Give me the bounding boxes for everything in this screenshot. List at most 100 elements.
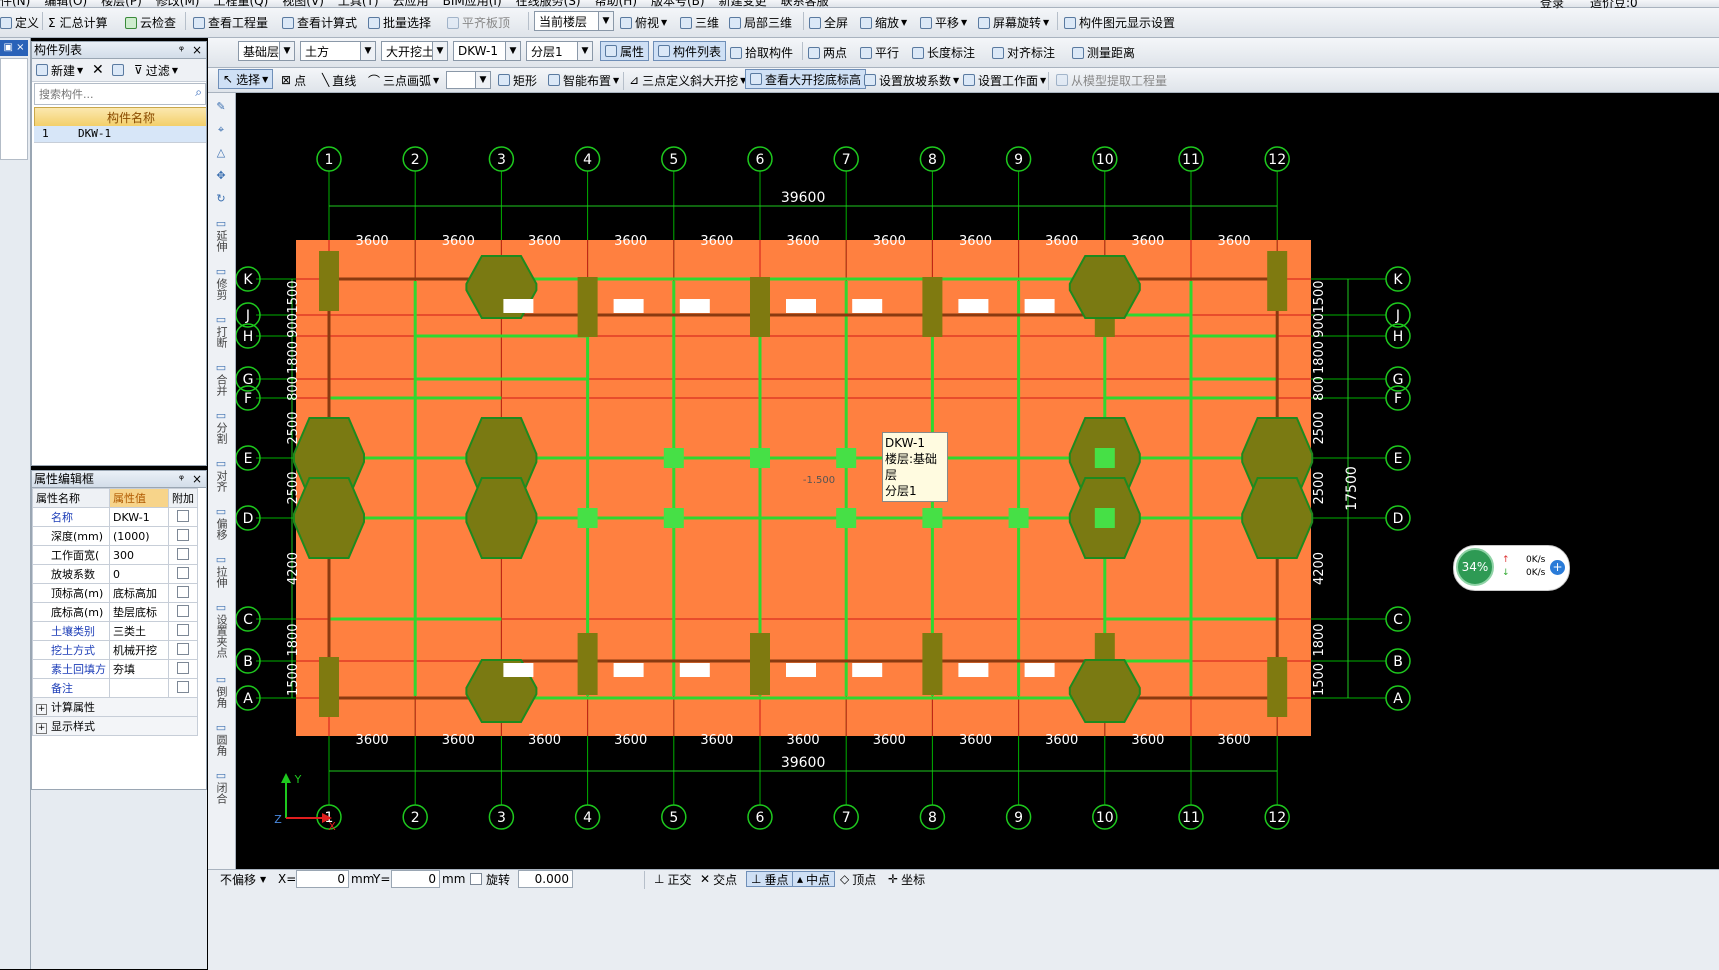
property-extra[interactable] [168,564,198,584]
view-quantity-button[interactable]: 查看工程量 [193,8,268,37]
side-tool-0[interactable]: ▭延伸 [214,218,228,253]
property-extra[interactable] [168,583,198,603]
cloud-check-button[interactable]: 云检查 [125,8,176,37]
component-list-toggle[interactable]: 构件列表 [653,41,727,61]
arc-option-select[interactable]: ▼ [446,71,491,89]
rectangle-button[interactable]: 矩形 [498,68,537,92]
checkbox-icon[interactable] [177,547,189,560]
property-group-row[interactable]: +显示样式 [32,716,198,736]
property-extra[interactable] [168,678,198,698]
snap-midpoint-toggle[interactable]: ▴中点 [792,871,836,887]
length-mark-button[interactable]: 长度标注 [912,38,975,67]
property-row[interactable]: 底标高(m)垫层底标 [32,602,198,622]
side-tool-icon-4[interactable]: ↻ [216,192,226,205]
property-group[interactable]: +显示样式 [32,716,198,736]
define-button[interactable]: 定义 [0,8,39,37]
footing-hexagon[interactable] [1241,477,1314,559]
side-tool-9[interactable]: ▭倒角 [214,674,228,709]
expand-icon[interactable]: + [36,723,47,734]
property-value[interactable]: 机械开挖 [109,640,169,660]
checkbox-icon[interactable] [177,585,189,598]
property-group[interactable]: +计算属性 [32,697,198,717]
side-tool-8[interactable]: ▭设置夹点 [214,602,228,659]
point-button[interactable]: ⊠点 [281,73,307,88]
menu-item-12[interactable]: 新建变更 [718,0,767,8]
property-value[interactable]: DKW-1 [109,507,169,527]
menu-item-10[interactable]: 帮助(H) [594,0,637,8]
delete-icon[interactable]: ✕ [92,62,104,78]
footing-hexagon[interactable] [465,477,538,559]
three-point-slope-button[interactable]: ⊿三点定义斜大开挖▼ [629,73,747,88]
snap-perpendicular-toggle[interactable]: ⊥垂点 [746,871,794,887]
line-button[interactable]: ╲直线 [322,73,357,88]
pick-component-button[interactable]: 拾取构件 [730,38,793,67]
footing-hexagon[interactable] [1068,659,1141,723]
property-row[interactable]: 挖土方式机械开挖 [32,640,198,660]
menu-item-13[interactable]: 联系客服 [780,0,829,8]
property-extra[interactable] [168,602,198,622]
property-extra[interactable] [168,659,198,679]
close-icon[interactable]: × [191,472,202,486]
checkbox-icon[interactable] [177,566,189,579]
login-button[interactable]: 登录 [1540,0,1565,10]
property-row[interactable]: 顶标高(m)底标高加 [32,583,198,603]
side-tool-11[interactable]: ▭闭合 [214,770,228,805]
copy-icon[interactable] [112,59,127,81]
side-tool-1[interactable]: ▭修剪 [214,266,228,301]
checkbox-icon[interactable] [177,528,189,541]
side-tool-icon-1[interactable]: ⌖ [217,123,225,136]
three-point-arc-button[interactable]: ⌒三点画弧▼ [368,73,440,88]
menu-item-7[interactable]: 云应用 [392,0,429,8]
offset-select[interactable]: 不偏移▼ [220,872,267,887]
flush-top-button[interactable]: 平齐板顶 [447,8,510,37]
menu-item-6[interactable]: 工具(T) [337,0,379,8]
batch-select-button[interactable]: 批量选择 [368,8,431,37]
property-row[interactable]: 工作面宽(300 [32,545,198,565]
side-tool-5[interactable]: ▭对齐 [214,458,228,493]
property-value[interactable] [109,678,169,698]
smart-layout-button[interactable]: 智能布置▼ [548,68,619,92]
menu-item-3[interactable]: 修改(M) [155,0,200,8]
drawing-canvas[interactable]: 112233445566778899101011111212KKJJHHGGFF… [236,93,1719,869]
side-tool-3[interactable]: ▭合并 [214,362,228,397]
property-row[interactable]: 备注 [32,678,198,698]
property-row[interactable]: 素土回填方夯填 [32,659,198,679]
rotate-input[interactable]: 0.000 [518,870,573,888]
plan-view-button[interactable]: 俯视▼ [620,8,667,37]
ortho-toggle[interactable]: ⊥正交 [654,872,692,887]
property-value[interactable]: 0 [109,564,169,584]
category-select[interactable]: 大开挖土▼ [381,41,448,61]
extract-from-model-button[interactable]: 从模型提取工程量 [1056,68,1167,92]
display-settings-button[interactable]: 构件图元显示设置 [1064,8,1175,37]
slope-coefficient-button[interactable]: 设置放坡系数▼ [864,68,959,92]
checkbox-icon[interactable] [177,604,189,617]
checkbox-icon[interactable] [177,642,189,655]
property-value[interactable]: 300 [109,545,169,565]
floor-select[interactable]: 基础层▼ [238,41,295,61]
measure-distance-button[interactable]: 测量距离 [1072,38,1135,67]
work-face-button[interactable]: 设置工作面▼ [963,68,1046,92]
menu-item-2[interactable]: 楼层(P) [101,0,142,8]
local-3d-button[interactable]: 局部三维 [729,8,792,37]
menu-item-4[interactable]: 工程量(Q) [213,0,269,8]
select-button[interactable]: ↖选择▼ [218,69,274,89]
two-points-button[interactable]: 两点 [808,38,847,67]
property-extra[interactable] [168,526,198,546]
properties-toggle[interactable]: 属性 [600,41,650,61]
y-input[interactable]: 0 [391,870,440,888]
checkbox-icon[interactable] [177,661,189,674]
rotate-checkbox[interactable]: 旋转 [470,870,510,888]
x-input[interactable]: 0 [296,870,349,888]
view-bottom-elevation-button[interactable]: 查看大开挖底标高 [745,69,867,89]
property-value[interactable]: 底标高加 [109,583,169,603]
snap-vertex-toggle[interactable]: ◇顶点 [840,872,877,887]
menu-item-0[interactable]: 件(N) [0,0,31,8]
footing-hexagon[interactable] [293,477,365,559]
search-icon[interactable]: ⌕ [195,85,202,99]
property-row[interactable]: 深度(mm)(1000) [32,526,198,546]
snap-coordinate-toggle[interactable]: ✛坐标 [888,872,926,887]
menu-item-9[interactable]: 在线服务(S) [515,0,581,8]
